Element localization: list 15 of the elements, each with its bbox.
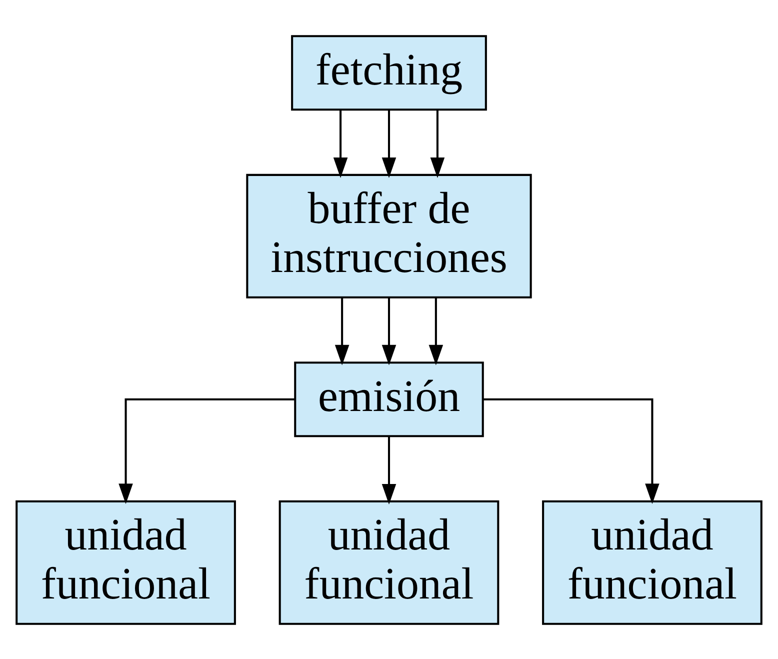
arrow: [334, 297, 350, 365]
arrow: [483, 398, 660, 504]
node-box: unidad funcional: [542, 500, 762, 624]
arrow: [382, 436, 396, 504]
node-box: unidad funcional: [16, 500, 236, 624]
arrow: [430, 109, 445, 178]
node-box: unidad funcional: [278, 500, 500, 624]
arrow: [382, 109, 396, 178]
node-box: buffer de instrucciones: [246, 173, 532, 298]
arrow: [333, 109, 348, 178]
arrow: [428, 297, 444, 365]
arrow: [118, 398, 295, 504]
node-box: fetching: [291, 34, 487, 110]
arrow: [382, 297, 396, 365]
node-box: emisión: [294, 361, 484, 437]
